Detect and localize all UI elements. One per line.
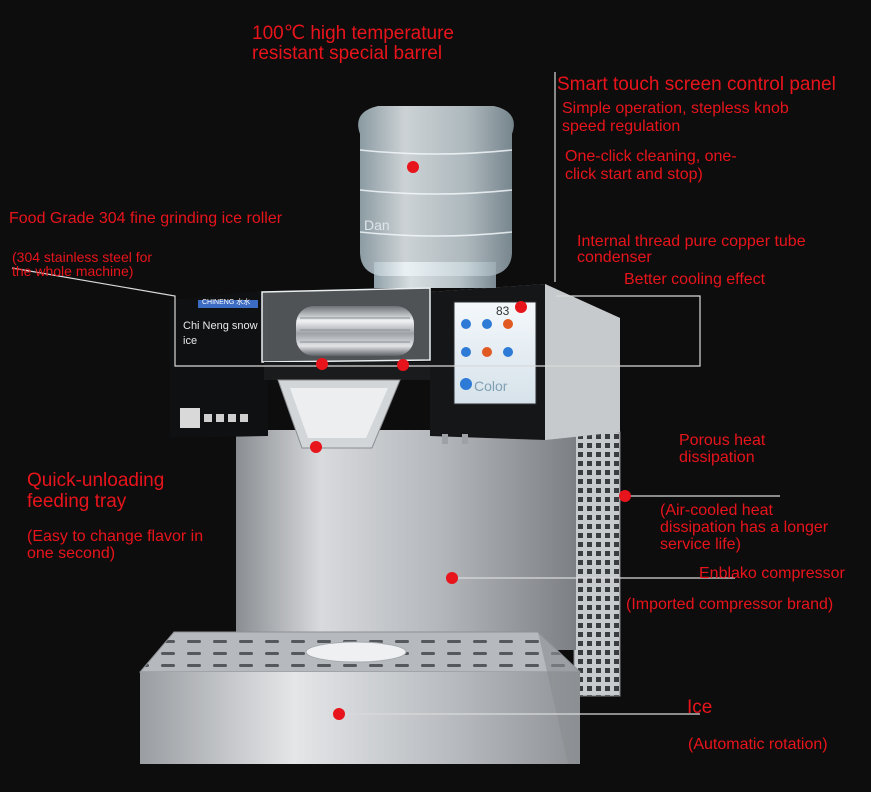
marker-ice [333,708,345,720]
side-vent-panel [573,431,621,697]
heat-callout-sub-line2: dissipation has a longer [660,519,829,536]
ice-plate [305,641,407,663]
barrel-label: Dan [364,217,390,233]
compressor-callout-sub: (Imported compressor brand) [626,596,834,613]
ice-roller [296,306,414,356]
heat-callout-sub-line3: service life) [660,536,741,553]
tray-callout-line2: feeding tray [27,491,127,512]
marker-panel [515,301,527,313]
panel-callout-sub1-line2: speed regulation [562,118,681,135]
brand-badge [198,300,258,308]
condenser-callout-line2: condenser [577,249,652,266]
condenser-callout-line1: Internal thread pure copper tube [577,233,806,250]
brand-name-line2: ice [183,335,198,347]
marker-barrel [407,161,419,173]
ice-callout: Ice [687,697,713,718]
ice-callout-sub: (Automatic rotation) [688,736,828,753]
tray-callout-sub-line2: one second) [27,545,116,562]
screen-number: 83 [496,304,510,318]
leader-lines [11,72,780,715]
marker-compressor [446,572,458,584]
ice-drawer [140,672,580,764]
panel-callout-title: Smart touch screen control panel [557,74,836,95]
tray-callout-line1: Quick-unloading [27,470,165,491]
screen-color-text: Color [474,378,508,394]
roller-callout-sub-line1: (304 stainless steel for [12,249,153,265]
condenser-callout-sub: Better cooling effect [624,271,766,288]
marker-roller [316,358,328,370]
panel-callout-sub2-line2: click start and stop) [565,166,703,183]
brand-name-line1: Chi Neng snow [183,320,258,332]
tray-callout-sub-line1: (Easy to change flavor in [27,528,204,545]
roller-callout-title: Food Grade 304 fine grinding ice roller [9,210,283,227]
machine-body [236,430,576,650]
marker-tray [310,441,322,453]
front-panel [170,290,268,438]
marker-condenser [397,359,409,371]
qr-code [180,408,200,428]
roller-callout-sub-line2: the whole machine) [12,263,134,279]
panel-callout-sub2-line1: One-click cleaning, one- [565,148,737,165]
heat-callout-sub-line1: (Air-cooled heat [660,502,773,519]
barrel-callout-line1: 100℃ high temperature [252,23,454,44]
heat-callout-line1: Porous heat [679,432,766,449]
compressor-callout: Enblako compressor [699,565,845,582]
barrel-callout-line2: resistant special barrel [252,43,443,64]
brand-badge-text: CHINENG 水水 [202,299,251,306]
screen-icons [460,319,513,390]
heat-callout-line2: dissipation [679,449,755,466]
panel-callout-sub1-line1: Simple operation, stepless knob [562,100,789,117]
marker-heat [619,490,631,502]
water-barrel [358,106,514,288]
